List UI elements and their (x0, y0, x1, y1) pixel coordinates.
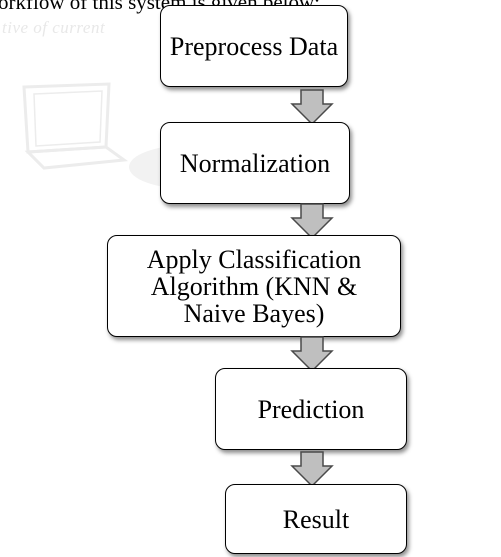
flow-step-normalization: Normalization (160, 122, 350, 204)
flow-step-label: Normalization (179, 148, 331, 178)
down-arrow-icon (290, 89, 334, 126)
flow-step-result: Result (225, 484, 407, 554)
watermark-text: tive of current (2, 18, 106, 37)
flow-step-preprocess-data: Preprocess Data (160, 5, 348, 87)
flow-step-apply-classification: Apply Classification Algorithm (KNN & Na… (107, 235, 401, 337)
down-arrow-icon (290, 203, 334, 240)
flow-step-prediction: Prediction (215, 368, 407, 450)
down-arrow-icon (290, 451, 334, 488)
down-arrow-icon (290, 336, 334, 373)
flow-step-label: Result (282, 504, 350, 534)
flow-step-label: Apply Classification Algorithm (KNN & Na… (146, 244, 362, 328)
flow-step-label: Preprocess Data (169, 31, 339, 61)
flow-step-label: Prediction (257, 394, 365, 424)
